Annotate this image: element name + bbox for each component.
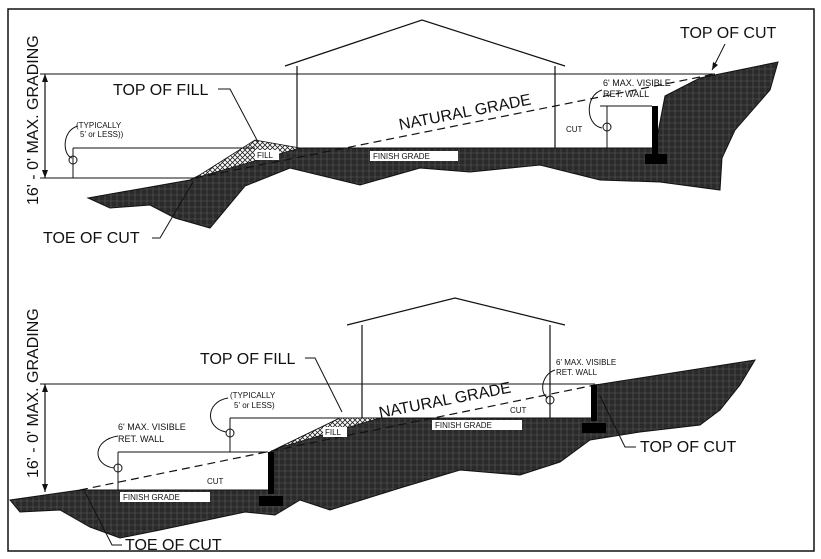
bottom-cut-upper: CUT — [510, 406, 527, 415]
top-ret-wall-label-1: 6' MAX. VISIBLE — [603, 78, 671, 88]
bottom-right-retaining-wall — [591, 385, 597, 421]
top-natural-grade-line — [194, 73, 716, 179]
top-typically-1: (TYPICALLY — [76, 121, 122, 130]
top-top-of-cut-label: TOP OF CUT — [680, 25, 777, 42]
bottom-typically-1: (TYPICALLY — [230, 391, 276, 400]
bottom-ret-wall-right-2: RET. WALL — [556, 368, 598, 377]
bottom-cut-lower: CUT — [207, 477, 224, 486]
top-ret-wall-label-2: RET. WALL — [603, 89, 649, 99]
bottom-toe-of-cut-label: TOE OF CUT — [125, 537, 222, 554]
top-typically-2: 5' or LESS)) — [80, 130, 124, 139]
bottom-typically-2: 5' or LESS) — [234, 401, 275, 410]
top-finish-grade-label: FINISH GRADE — [373, 152, 430, 161]
top-house — [284, 19, 566, 148]
bottom-ret-wall-right-1: 6' MAX. VISIBLE — [556, 358, 616, 367]
bottom-finish-grade-lower: FINISH GRADE — [123, 493, 180, 502]
top-cut-label: CUT — [566, 125, 583, 134]
top-natural-grade-label: NATURAL GRADE — [398, 92, 533, 134]
top-side-label: 16' - 0' MAX. GRADING — [25, 35, 42, 205]
top-ground-mass — [86, 61, 779, 229]
top-toe-of-cut-label: TOE OF CUT — [43, 230, 140, 247]
bottom-finish-grade-upper: FINISH GRADE — [435, 421, 492, 430]
top-retaining-wall — [652, 106, 658, 156]
bottom-side-label: 16' - 0' MAX. GRADING — [25, 308, 42, 478]
bottom-ret-wall-left-1: 6' MAX. VISIBLE — [118, 422, 186, 432]
bottom-fill-label: FILL — [325, 428, 342, 437]
outer-frame — [7, 8, 815, 552]
bottom-left-retaining-wall — [268, 452, 274, 494]
bottom-ret-wall-left-2: RET. WALL — [118, 434, 164, 444]
bottom-natural-grade-label: NATURAL GRADE — [378, 380, 513, 422]
top-fill-wedge — [194, 139, 301, 179]
top-top-of-fill-label: TOP OF FILL — [113, 82, 209, 99]
bottom-top-of-fill-label: TOP OF FILL — [200, 351, 296, 368]
top-wall-footing — [645, 154, 667, 164]
top-section: 16' - 0' MAX. GRADING NATURAL GRADE 6' M… — [25, 19, 779, 247]
bottom-right-wall-footing — [582, 423, 606, 433]
bottom-section: 16' - 0' MAX. GRADING NATURAL GRADE 6' M… — [9, 297, 756, 554]
bottom-top-of-cut-label: TOP OF CUT — [640, 439, 737, 456]
top-fill-label: FILL — [257, 151, 274, 160]
bottom-left-wall-footing — [259, 496, 283, 506]
